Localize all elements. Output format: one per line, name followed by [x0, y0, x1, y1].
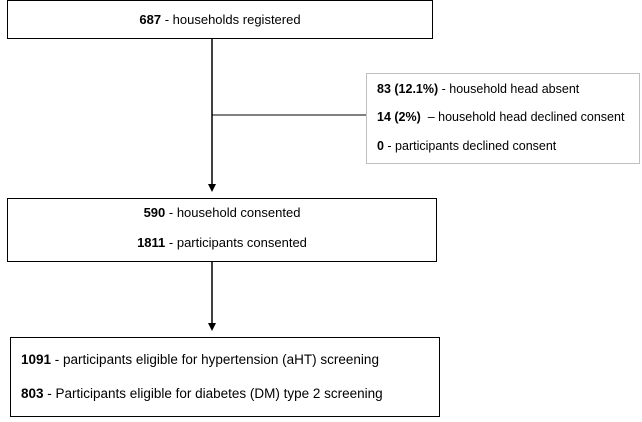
eligible-line: 1091 - participants eligible for hyperte… — [21, 352, 379, 367]
exclusion-text: – household head declined consent — [420, 110, 625, 124]
exclusion-count: 14 (2%) — [377, 110, 421, 124]
consented-text: - household consented — [165, 205, 301, 220]
consented-count: 1811 — [137, 235, 166, 250]
exclusion-text: - household head absent — [438, 82, 580, 96]
exclusions-box: 83 (12.1%) - household head absent 14 (2… — [366, 73, 640, 164]
exclusion-count: 83 (12.1%) — [377, 82, 439, 96]
consented-box: 590 - household consented 1811 - partici… — [7, 198, 437, 262]
eligible-line: 803 - Participants eligible for diabetes… — [21, 386, 383, 401]
eligible-text: - participants eligible for hypertension… — [51, 352, 379, 367]
exclusion-line: 14 (2%) – household head declined consen… — [377, 110, 624, 124]
consented-line: 590 - household consented — [8, 205, 436, 220]
consented-text: - participants consented — [165, 235, 307, 250]
registered-line: 687 - households registered — [139, 12, 300, 27]
registered-text: - households registered — [161, 12, 301, 27]
eligible-box: 1091 - participants eligible for hyperte… — [10, 337, 440, 417]
exclusion-count: 0 — [377, 139, 384, 153]
consented-line: 1811 - participants consented — [8, 235, 436, 250]
exclusion-text: - participants declined consent — [383, 139, 557, 153]
exclusion-line: 83 (12.1%) - household head absent — [377, 82, 579, 96]
registered-count: 687 — [139, 12, 162, 27]
eligible-count: 803 — [21, 386, 44, 401]
eligible-count: 1091 — [21, 352, 52, 367]
eligible-text: - Participants eligible for diabetes (DM… — [43, 386, 383, 401]
registered-box: 687 - households registered — [7, 0, 433, 39]
consented-count: 590 — [143, 205, 166, 220]
exclusion-line: 0 - participants declined consent — [377, 139, 556, 153]
